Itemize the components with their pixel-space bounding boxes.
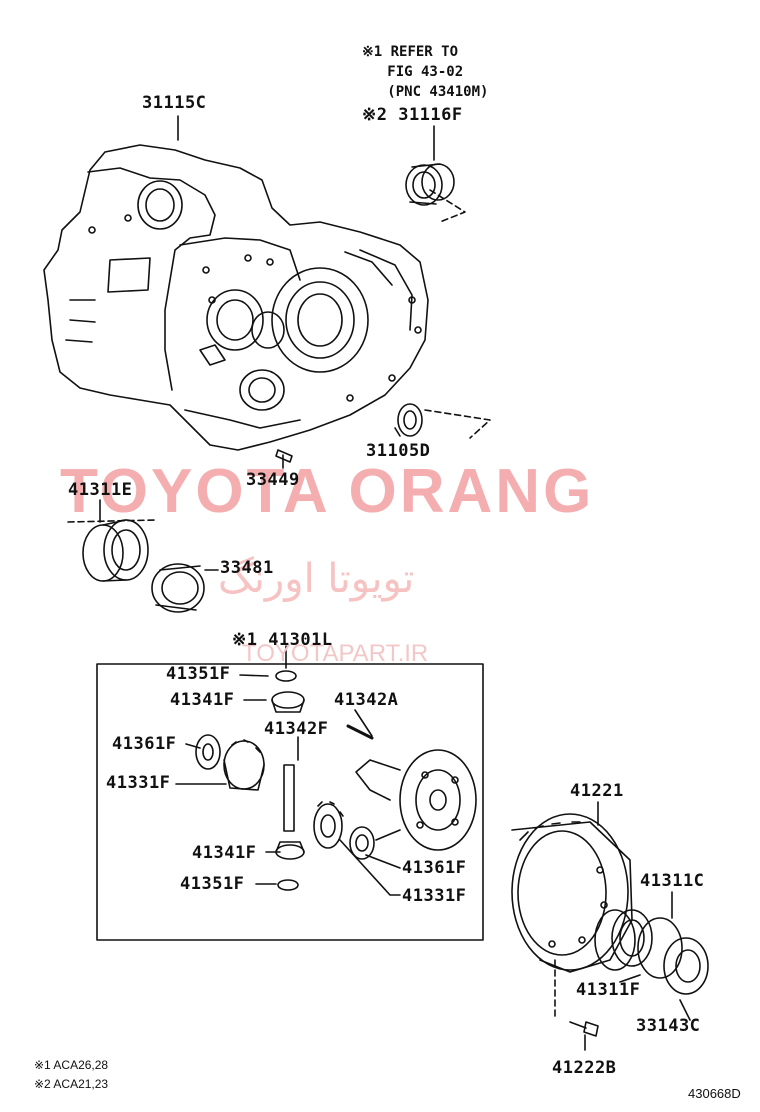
differential-case-drawing [355, 749, 477, 851]
differential-assembly-box [96, 663, 484, 941]
part-label-31105d[interactable]: 31105D [366, 441, 431, 461]
part-label-41221[interactable]: 41221 [570, 781, 624, 801]
washer-41351f-top-drawing [275, 670, 297, 682]
seal-33481-drawing [151, 563, 205, 613]
part-label-41331f-left[interactable]: 41331F [106, 773, 171, 793]
part-label-41341f-bottom[interactable]: 41341F [192, 843, 257, 863]
part-label-33449[interactable]: 33449 [246, 470, 300, 490]
washer-41351f-bottom-drawing [277, 879, 299, 891]
oil-seal-31105d-drawing [397, 403, 423, 437]
bearing-41311e-drawing [82, 519, 149, 582]
part-label-41361f-left[interactable]: 41361F [112, 734, 177, 754]
refer-note-line-3: (PNC 43410M) [362, 84, 489, 100]
part-label-31115c[interactable]: 31115C [142, 93, 207, 113]
washer-41361f-left-drawing [195, 734, 221, 770]
figure-code: 430668D [688, 1086, 741, 1101]
bolt-41222b-drawing [569, 1021, 599, 1037]
legend-line-1: ※1 ACA26,28 [34, 1058, 109, 1072]
oil-seal-31116f-drawing [405, 163, 455, 206]
washer-41361f-right-drawing [349, 826, 375, 860]
watermark-main: TOYOTA ORANG [60, 457, 595, 526]
part-label-31116f[interactable]: ※2 31116F [362, 105, 463, 125]
race-33143c-drawing [663, 937, 709, 995]
part-label-41341f-top[interactable]: 41341F [170, 690, 235, 710]
bearing-41311f-drawing [594, 909, 653, 971]
part-label-41311e[interactable]: 41311E [68, 480, 133, 500]
part-label-33481[interactable]: 33481 [220, 558, 274, 578]
part-label-41342f[interactable]: 41342F [264, 719, 329, 739]
part-label-41222b[interactable]: 41222B [552, 1058, 617, 1078]
pinion-gear-41341f-bottom-drawing [275, 841, 305, 860]
watermark-persian: تویوتا اورنگ [218, 556, 415, 602]
legend-line-2: ※2 ACA21,23 [34, 1077, 109, 1091]
shaft-41342f-drawing [283, 764, 295, 832]
shim-41311c-drawing [637, 917, 683, 979]
refer-note-line-1: ※1 REFER TO [362, 44, 459, 60]
part-label-41311f[interactable]: 41311F [576, 980, 641, 1000]
part-label-41311c[interactable]: 41311C [640, 871, 705, 891]
side-gear-41331f-left-drawing [223, 739, 265, 791]
part-label-41361f-right[interactable]: 41361F [402, 858, 467, 878]
transaxle-housing-drawing [43, 144, 429, 451]
side-gear-41331f-right-drawing [313, 801, 344, 849]
part-label-41342a[interactable]: 41342A [334, 690, 399, 710]
refer-note-line-2: FIG 43-02 [362, 64, 464, 80]
pin-33449-drawing [275, 449, 293, 463]
part-label-41331f-right[interactable]: 41331F [402, 886, 467, 906]
watermark-url: TOYOTAPART.IR [242, 640, 429, 667]
part-label-41351f-top[interactable]: 41351F [166, 664, 231, 684]
shaft-41342a-drawing [346, 724, 374, 740]
part-label-33143c[interactable]: 33143C [636, 1016, 701, 1036]
pinion-gear-41341f-top-drawing [271, 691, 305, 713]
part-label-41351f-bottom[interactable]: 41351F [180, 874, 245, 894]
part-label-41301l[interactable]: ※1 41301L [232, 630, 333, 650]
